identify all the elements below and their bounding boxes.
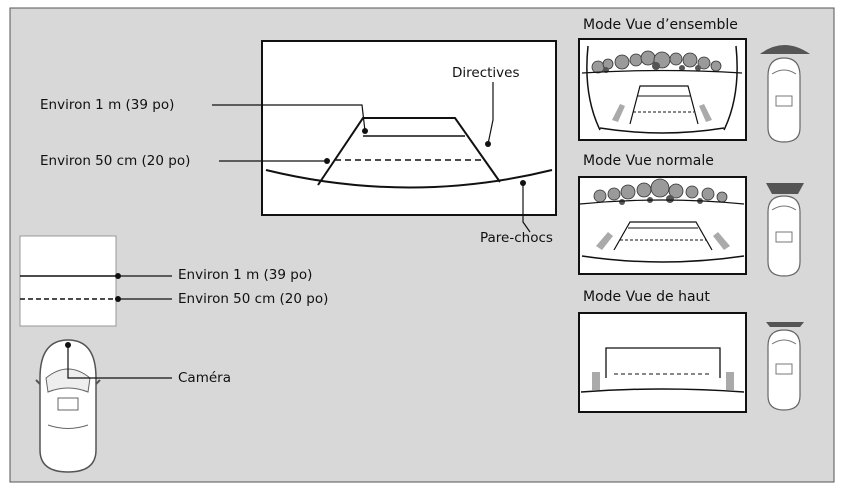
mode-title-normal: Mode Vue normale [583, 153, 714, 169]
car-top-view-normal [766, 183, 804, 277]
top-view-thumbnail [578, 312, 747, 413]
label-bumper: Pare-chocs [480, 230, 553, 246]
guideline-trapezoid [317, 117, 501, 186]
bumper-curve [265, 169, 553, 189]
car-top-view-large [35, 339, 172, 473]
label-distance-1m: Environ 1 m (39 po) [40, 97, 175, 113]
car-top-view-top [766, 322, 804, 411]
label-guidelines: Directives [452, 65, 520, 81]
wide-view-thumbnail [578, 38, 747, 141]
mode-title-top: Mode Vue de haut [583, 289, 710, 305]
ground-view [19, 235, 172, 327]
label-side-distance-1m: Environ 1 m (39 po) [178, 267, 313, 283]
normal-view-thumbnail [578, 176, 747, 275]
main-camera-screen [261, 40, 557, 216]
label-side-distance-50cm: Environ 50 cm (20 po) [178, 291, 329, 307]
label-camera: Caméra [178, 370, 231, 386]
main-leader-lines [212, 82, 531, 233]
mode-title-wide: Mode Vue d’ensemble [583, 17, 738, 33]
label-distance-50cm: Environ 50 cm (20 po) [40, 153, 191, 169]
car-top-view-wide [760, 45, 810, 143]
